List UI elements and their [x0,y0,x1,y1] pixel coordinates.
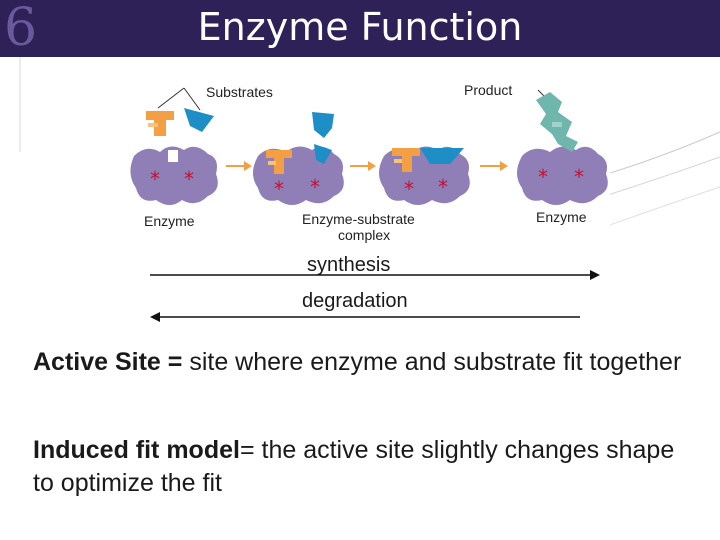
substrate-orange-free [146,111,174,136]
induced-fit-text: = the active site slightly changes shape… [33,436,675,497]
substrate-blue-free [184,108,214,132]
enzyme-diagram: Substrates Product Enzyme Enzyme-substra… [126,78,610,244]
reaction-arrow-2 [350,161,376,171]
enzyme-left-label: Enzyme [144,213,195,229]
induced-fit-definition: Induced fit model= the active site sligh… [33,434,693,500]
enzyme-right-label: Enzyme [536,209,587,225]
active-site-term: Active Site = [33,348,183,376]
active-site-definition: Active Site = site where enzyme and subs… [33,346,693,379]
enzyme-complex [253,144,344,205]
substrate-pointer-lines [157,87,201,111]
active-site-marker: * [538,165,548,189]
active-site-marker: * [310,175,320,199]
product-label: Product [464,82,512,98]
active-site-text: site where enzyme and substrate fit toge… [182,348,682,376]
enzyme-left [130,146,218,205]
slide-number: 6 [4,0,38,58]
product-molecule [536,92,578,152]
reaction-arrow-1 [226,161,252,171]
active-site-marker: * [150,167,160,191]
active-site-marker: * [438,175,448,199]
active-site-marker: * [274,177,284,201]
synthesis-arrow [150,270,600,280]
induced-fit-term: Induced fit model [33,436,240,464]
complex-label-line2: complex [338,227,390,243]
active-site-marker: * [184,167,194,191]
reaction-arrow-3 [480,161,508,171]
synthesis-label: synthesis [307,254,391,276]
degradation-label: degradation [302,290,408,312]
title-bar [0,0,720,57]
enzyme-substrate-bound [379,146,470,205]
active-site-marker: * [574,165,584,189]
degradation-arrow [150,312,580,322]
enzyme-right [517,146,608,205]
active-site-marker: * [404,177,414,201]
slide-title: Enzyme Function [197,5,523,49]
substrates-label: Substrates [206,84,273,100]
reaction-direction-arrows [150,270,600,322]
substrate-blue-approaching [312,112,334,138]
complex-label-line1: Enzyme-substrate [302,211,415,227]
